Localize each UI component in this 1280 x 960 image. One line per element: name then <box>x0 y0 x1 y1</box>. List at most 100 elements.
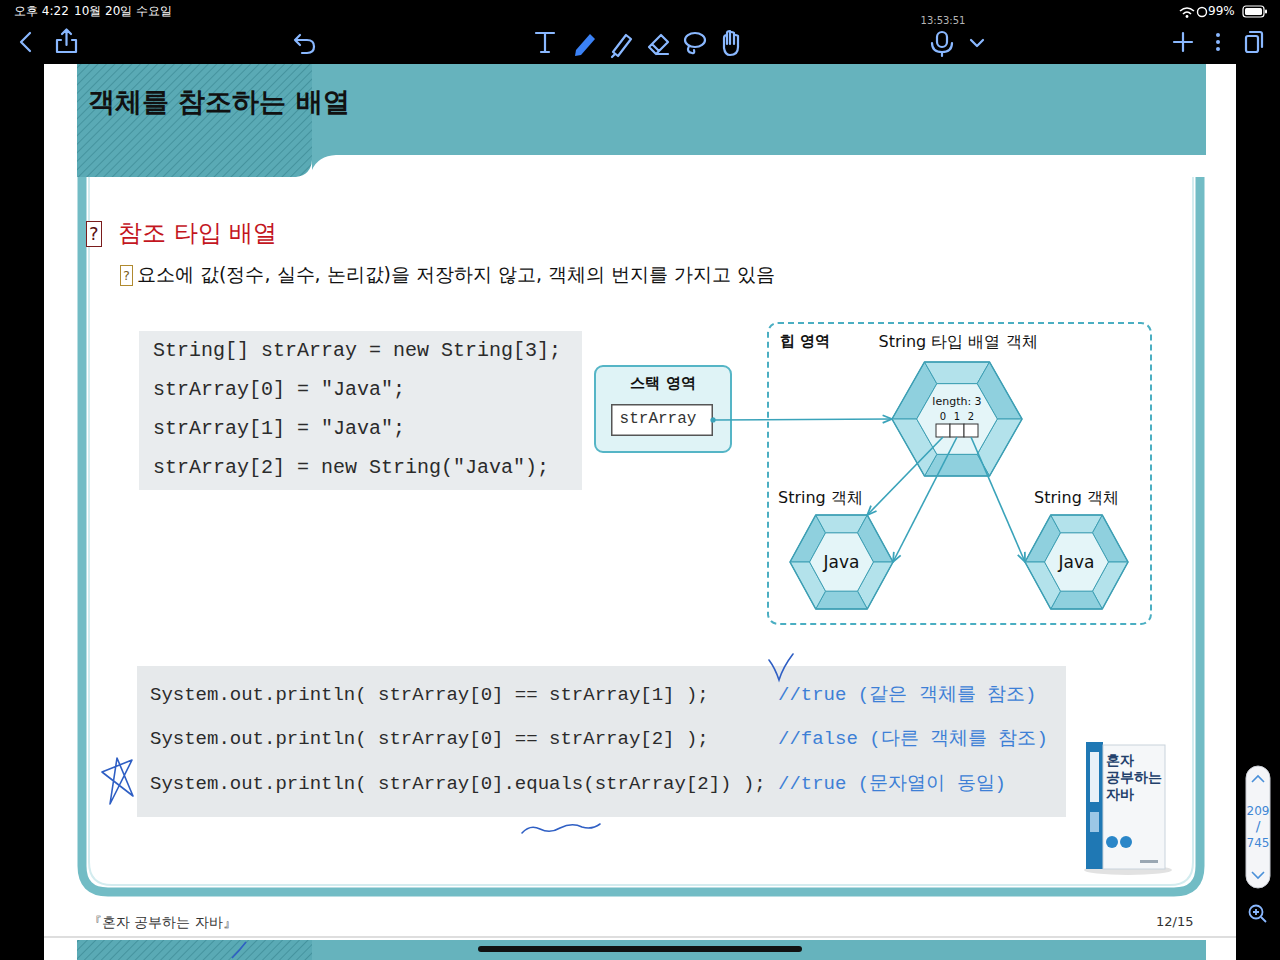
code-comment: //true (문자열이 동일) <box>778 773 1006 796</box>
array-slot: 1 <box>950 424 964 437</box>
object-label: String 타입 배열 객체 <box>879 332 1038 351</box>
add-page-icon <box>1174 33 1192 51</box>
hexagon-face <box>925 362 990 384</box>
area-title: 힙 영역 <box>780 332 830 350</box>
hexagon-face <box>857 515 893 562</box>
slot-index: 2 <box>968 411 974 423</box>
area-title: 스택 영역 <box>630 374 695 392</box>
hexagon-face <box>892 362 937 419</box>
hexagon-face <box>816 515 868 533</box>
code-line: strArray[1] = "Java"; <box>153 417 405 441</box>
hexagon-face <box>977 419 1022 476</box>
more-icon <box>1216 33 1220 51</box>
section-heading: 참조 타입 배열 <box>118 219 277 248</box>
hexagon-face <box>816 591 868 609</box>
hexagon-face <box>790 562 826 609</box>
code-line: String[] strArray = new String[3]; <box>153 339 561 363</box>
code-comment: //false (다른 객체를 참조) <box>778 728 1048 751</box>
string-value: Java <box>1059 552 1095 572</box>
hexagon-face <box>1025 515 1061 562</box>
hexagon-face <box>1051 591 1103 609</box>
undo-icon <box>295 35 314 53</box>
battery-percent: 99% <box>1208 4 1235 18</box>
hexagon-face <box>1025 562 1061 609</box>
lasso-icon <box>688 46 694 53</box>
hexagon-face <box>790 515 826 562</box>
code-box <box>139 331 582 490</box>
variable-name: strArray <box>620 410 697 429</box>
wifi-icon <box>1180 8 1194 14</box>
book-cover-title: 혼자 공부하는 자바 <box>1106 752 1166 802</box>
string-object: String 객체Java <box>1025 515 1128 609</box>
page-navigator <box>1246 766 1270 888</box>
recording-timer: 13:53:51 <box>921 15 966 27</box>
header-band <box>312 64 1206 170</box>
content-frame-inner <box>89 177 1193 885</box>
status-date: 10월 20일 수요일 <box>74 4 172 18</box>
page-up-icon <box>1252 776 1264 782</box>
microphone-icon <box>932 43 952 56</box>
hand-icon <box>724 31 738 55</box>
heap-area-border <box>768 323 1151 624</box>
book-badge <box>1106 836 1118 848</box>
zoom-icon <box>1253 909 1266 922</box>
battery-icon <box>1243 6 1264 17</box>
hexagon-face <box>892 419 937 476</box>
reference-arrow <box>713 419 892 420</box>
reference-arrow <box>867 437 943 515</box>
hexagon-outer <box>1025 515 1128 609</box>
handwritten-star <box>102 758 133 804</box>
wifi-icon <box>1186 15 1189 18</box>
array-length: length: 3 <box>932 395 981 408</box>
object-label: String 객체 <box>778 488 863 507</box>
eraser-icon <box>649 35 668 54</box>
page-down-icon <box>1252 872 1264 878</box>
reference-arrow <box>893 437 957 562</box>
array-slot-outline <box>950 424 964 437</box>
string-object: String 객체Java <box>790 515 893 609</box>
hexagon-inner <box>1045 533 1109 591</box>
book-badge <box>1120 836 1132 848</box>
slide-title: 객체를 참조하는 배열 <box>88 86 350 118</box>
array-slot: 0 <box>936 424 950 437</box>
slot-cell <box>950 424 964 437</box>
array-object: 012String 타입 배열 객체length: 3 <box>892 362 1022 476</box>
hexagon-face <box>977 362 1022 419</box>
hexagon-face <box>1051 515 1103 533</box>
stack-area: strArray 스택 영역 <box>594 365 732 453</box>
missing-glyph-box: ? <box>120 265 133 286</box>
hexagon-outer <box>892 362 1022 476</box>
current-page: 209 <box>1247 804 1270 818</box>
code-line: System.out.println( strArray[0].equals(s… <box>150 773 766 796</box>
book-spine-mark <box>1090 752 1099 802</box>
variable-box: strArray <box>611 404 713 436</box>
heap-area: 012String 타입 배열 객체length: 3String 객체Java… <box>767 322 1152 625</box>
highlighter-icon <box>612 35 631 57</box>
battery-nub <box>1265 10 1267 14</box>
hexagon-face <box>857 562 893 609</box>
footer-book-title: 『혼자 공부하는 자바』 <box>88 914 237 931</box>
orientation-lock-icon <box>1198 8 1207 17</box>
next-header-tab <box>77 940 312 960</box>
code-line: strArray[0] = "Java"; <box>153 378 405 402</box>
code-line: strArray[2] = new String("Java"); <box>153 456 549 480</box>
text-tool-icon <box>536 33 554 52</box>
code-line: System.out.println( strArray[0] == strAr… <box>150 684 709 707</box>
pages-icon <box>1246 36 1258 52</box>
battery-level <box>1245 8 1262 15</box>
hexagon-face <box>925 454 990 476</box>
hexagon-outer <box>790 515 893 609</box>
status-time: 오후 4:22 <box>14 4 69 18</box>
variable-box-border <box>612 405 713 436</box>
array-slot: 2 <box>964 424 978 437</box>
code-box <box>137 666 1066 817</box>
pages-icon <box>1250 32 1262 47</box>
book-publisher-mark <box>1140 860 1158 863</box>
hexagon-face <box>1092 562 1128 609</box>
header-tab <box>77 64 312 177</box>
handwritten-underline <box>522 824 600 833</box>
